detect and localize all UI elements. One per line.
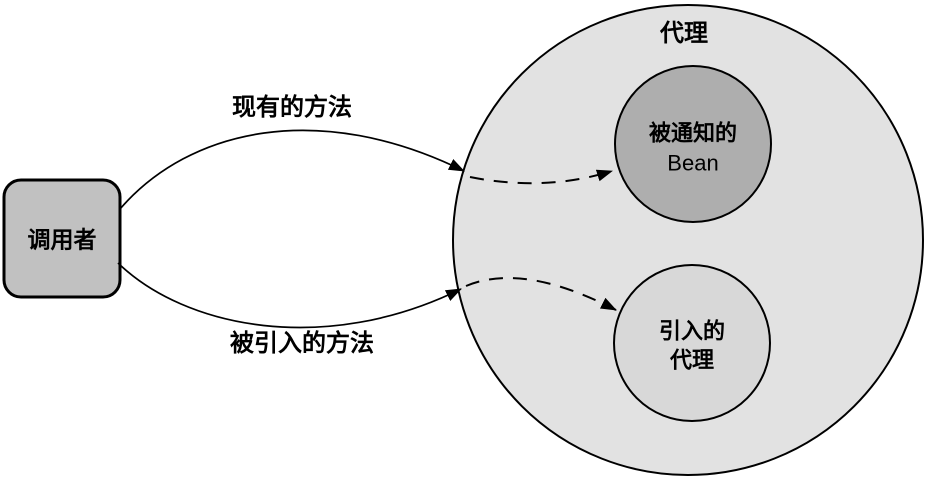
- proxy-circle: [452, 4, 924, 476]
- proxy-label: 代理: [659, 20, 708, 47]
- advised-bean-label-line2: Bean: [667, 151, 718, 176]
- introduced-proxy-circle: [613, 264, 771, 422]
- advised-bean-circle: [614, 65, 772, 223]
- introduced-proxy-label-line1: 引入的: [659, 319, 725, 344]
- introduced-methods-label: 被引入的方法: [230, 329, 374, 357]
- advised-bean-label-line1: 被通知的: [649, 121, 737, 146]
- introduced-proxy-label-line2: 代理: [669, 348, 714, 373]
- existing-methods-dashed-arrow: [469, 169, 613, 185]
- introduced-methods-dashed-arrow: [465, 277, 617, 311]
- existing-methods-label: 现有的方法: [232, 93, 352, 121]
- caller-box: [2, 178, 122, 299]
- caller-label: 调用者: [28, 228, 97, 253]
- introduced-methods-arrow: [117, 262, 462, 329]
- existing-methods-arrow: [119, 129, 465, 210]
